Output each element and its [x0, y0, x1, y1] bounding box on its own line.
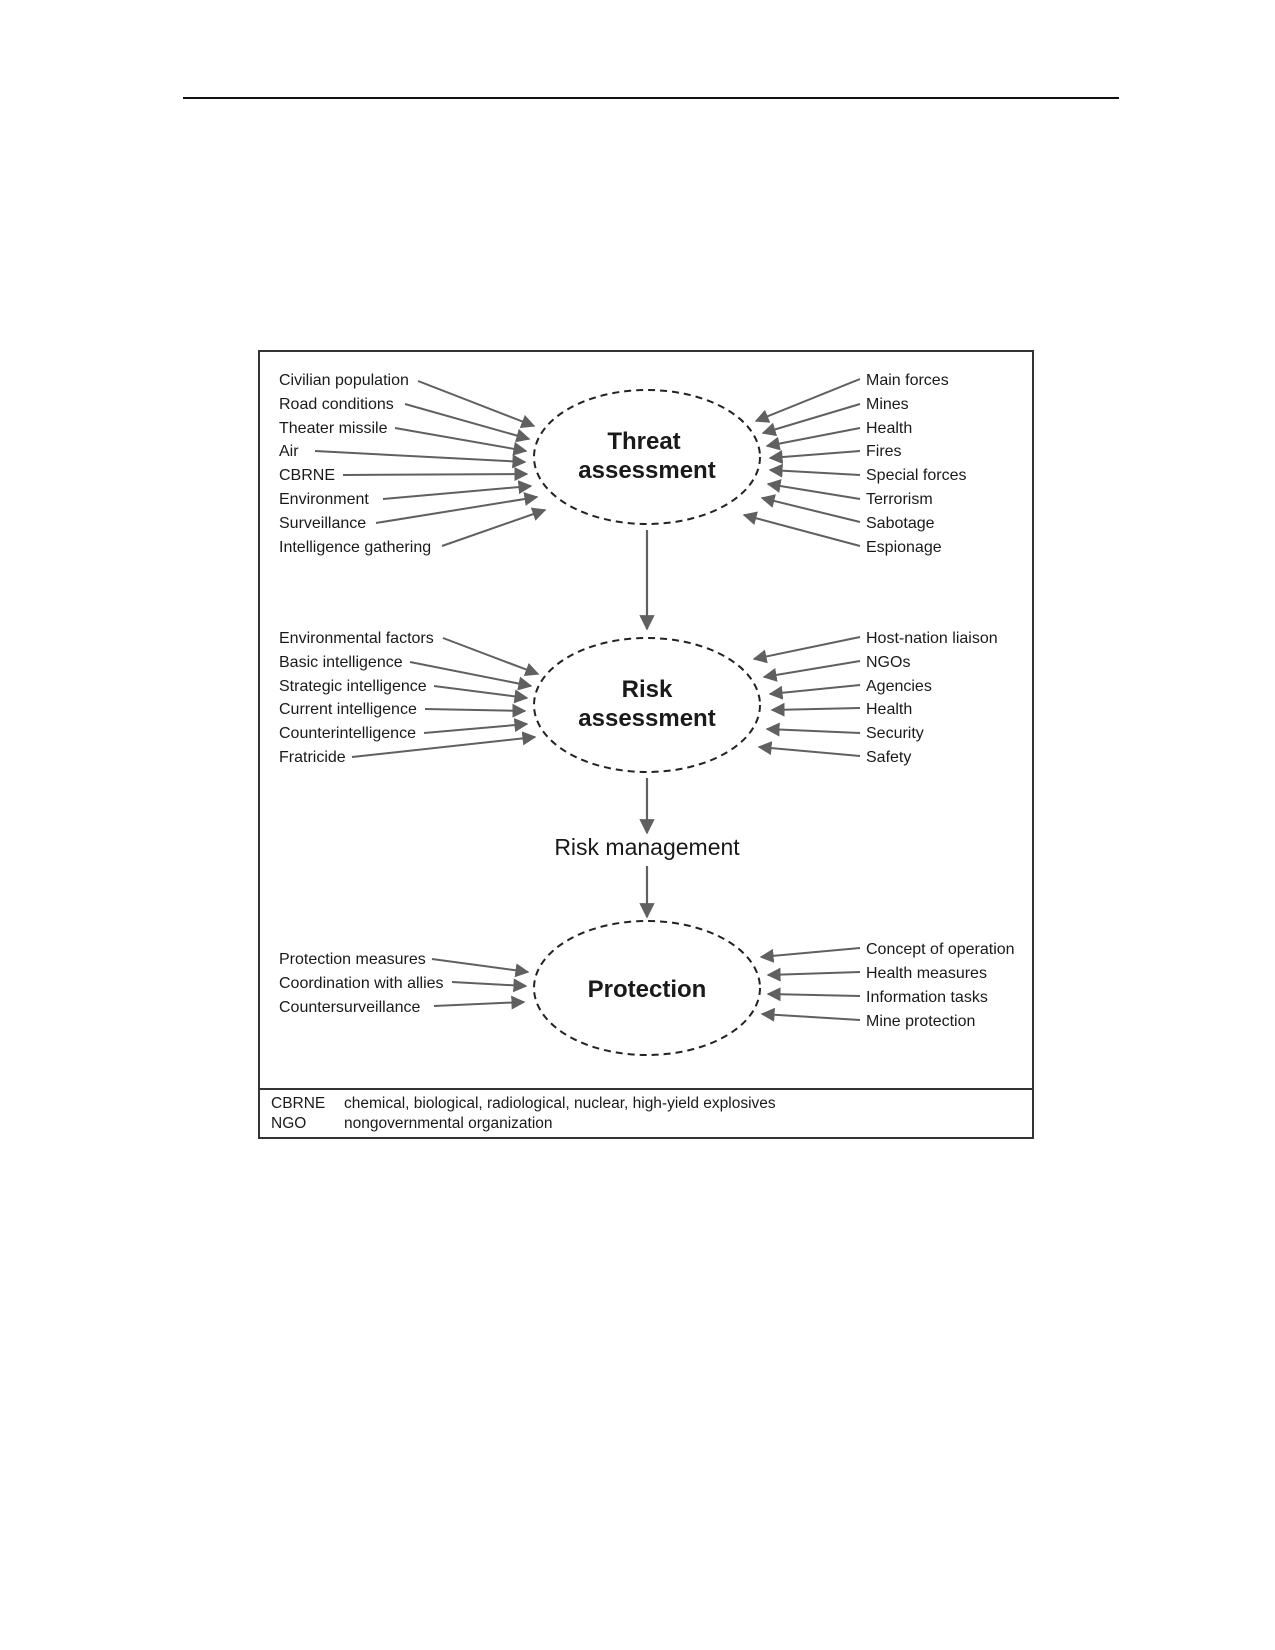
input-arrow	[431, 958, 530, 978]
input-arrow	[394, 427, 528, 456]
input-arrow	[404, 403, 531, 443]
protection-input-label: Countersurveillance	[279, 999, 421, 1016]
threat-input-label: Espionage	[866, 539, 942, 556]
input-arrow	[770, 702, 861, 717]
input-arrow	[442, 637, 540, 677]
threat-input-label: Road conditions	[279, 396, 394, 413]
threat-assessment-title-line2: assessment	[578, 457, 715, 484]
diagram-frame	[258, 350, 1034, 1139]
input-arrow	[760, 1007, 861, 1022]
threat-input-label: Air	[279, 443, 299, 460]
input-arrow	[766, 987, 861, 1002]
abbreviation-legend: CBRNE chemical, biological, radiological…	[271, 1095, 776, 1132]
page-header-rule	[183, 97, 1119, 99]
input-arrow	[314, 450, 527, 469]
threat-input-label: Theater missile	[279, 420, 388, 437]
input-arrow	[423, 718, 529, 734]
protection-input-label: Mine protection	[866, 1013, 975, 1030]
threat-input-label: Mines	[866, 396, 909, 413]
legend-definition: chemical, biological, radiological, nucl…	[344, 1095, 776, 1112]
threat-input-label: Surveillance	[279, 515, 366, 532]
threat-input-label: Civilian population	[279, 372, 409, 389]
input-arrow	[762, 660, 861, 682]
input-arrow	[761, 403, 861, 437]
risk-input-label: Strategic intelligence	[279, 678, 427, 695]
risk-input-labels-right: Host-nation liaison NGOs Agencies Health…	[866, 630, 998, 766]
risk-input-label: NGOs	[866, 654, 910, 671]
input-arrow	[409, 661, 533, 691]
legend-abbr: CBRNE	[271, 1095, 325, 1112]
protection-input-label: Protection measures	[279, 951, 426, 968]
protection-input-labels-left: Protection measures Coordination with al…	[279, 951, 444, 1016]
protection-node	[533, 920, 761, 1056]
input-arrows	[314, 378, 861, 1022]
input-arrow	[351, 731, 537, 758]
risk-input-label: Environmental factors	[279, 630, 434, 647]
risk-input-label: Safety	[866, 749, 911, 766]
risk-assessment-title-line2: assessment	[578, 705, 715, 732]
legend-definition: nongovernmental organization	[344, 1115, 553, 1132]
threat-input-label: Health	[866, 420, 912, 437]
risk-input-label: Current intelligence	[279, 701, 417, 718]
protection-input-label: Information tasks	[866, 989, 988, 1006]
input-arrow	[765, 722, 861, 737]
threat-input-label: Main forces	[866, 372, 949, 389]
input-arrow	[760, 494, 861, 523]
risk-assessment-title-line1: Risk	[622, 676, 673, 703]
threat-assessment-title-line1: Threat	[607, 428, 680, 455]
input-arrow	[433, 685, 529, 704]
input-arrow	[441, 507, 547, 547]
threat-input-label: Special forces	[866, 467, 967, 484]
threat-input-labels-right: Main forces Mines Health Fires Special f…	[866, 372, 967, 556]
input-arrow	[766, 967, 861, 982]
risk-input-label: Security	[866, 725, 924, 742]
protection-input-label: Concept of operation	[866, 941, 1015, 958]
input-arrow	[757, 741, 861, 757]
input-arrow	[375, 492, 539, 524]
input-arrow	[342, 467, 529, 482]
input-arrow	[759, 947, 861, 963]
input-arrow	[433, 995, 526, 1010]
protection-input-labels-right: Concept of operation Health measures Inf…	[866, 941, 1015, 1030]
input-arrow	[765, 427, 861, 451]
risk-assessment-node	[533, 637, 761, 773]
threat-input-label: Sabotage	[866, 515, 935, 532]
input-arrow	[768, 684, 861, 700]
protection-title: Protection	[588, 976, 707, 1003]
input-arrow	[451, 978, 528, 993]
threat-input-label: Environment	[279, 491, 369, 508]
threat-input-labels-left: Civilian population Road conditions Thea…	[279, 372, 431, 556]
threat-input-label: Terrorism	[866, 491, 933, 508]
input-arrow	[768, 463, 861, 478]
threat-input-label: CBRNE	[279, 467, 335, 484]
risk-input-labels-left: Environmental factors Basic intelligence…	[279, 630, 434, 766]
input-arrow	[754, 378, 861, 423]
threat-input-label: Fires	[866, 443, 902, 460]
threat-input-label: Intelligence gathering	[279, 539, 431, 556]
risk-management-label: Risk management	[554, 834, 740, 860]
risk-input-label: Health	[866, 701, 912, 718]
input-arrow	[417, 380, 536, 428]
threat-assessment-node	[533, 389, 761, 525]
input-arrow	[382, 480, 533, 500]
protection-input-label: Coordination with allies	[279, 975, 444, 992]
input-arrow	[742, 511, 861, 547]
input-arrow	[766, 479, 861, 500]
input-arrow	[768, 450, 861, 465]
legend-abbr: NGO	[271, 1115, 306, 1132]
risk-input-label: Host-nation liaison	[866, 630, 998, 647]
risk-input-label: Fratricide	[279, 749, 346, 766]
protection-input-label: Health measures	[866, 965, 987, 982]
risk-input-label: Agencies	[866, 678, 932, 695]
input-arrow	[752, 636, 861, 664]
risk-input-label: Counterintelligence	[279, 725, 416, 742]
input-arrow	[424, 703, 527, 718]
risk-input-label: Basic intelligence	[279, 654, 403, 671]
